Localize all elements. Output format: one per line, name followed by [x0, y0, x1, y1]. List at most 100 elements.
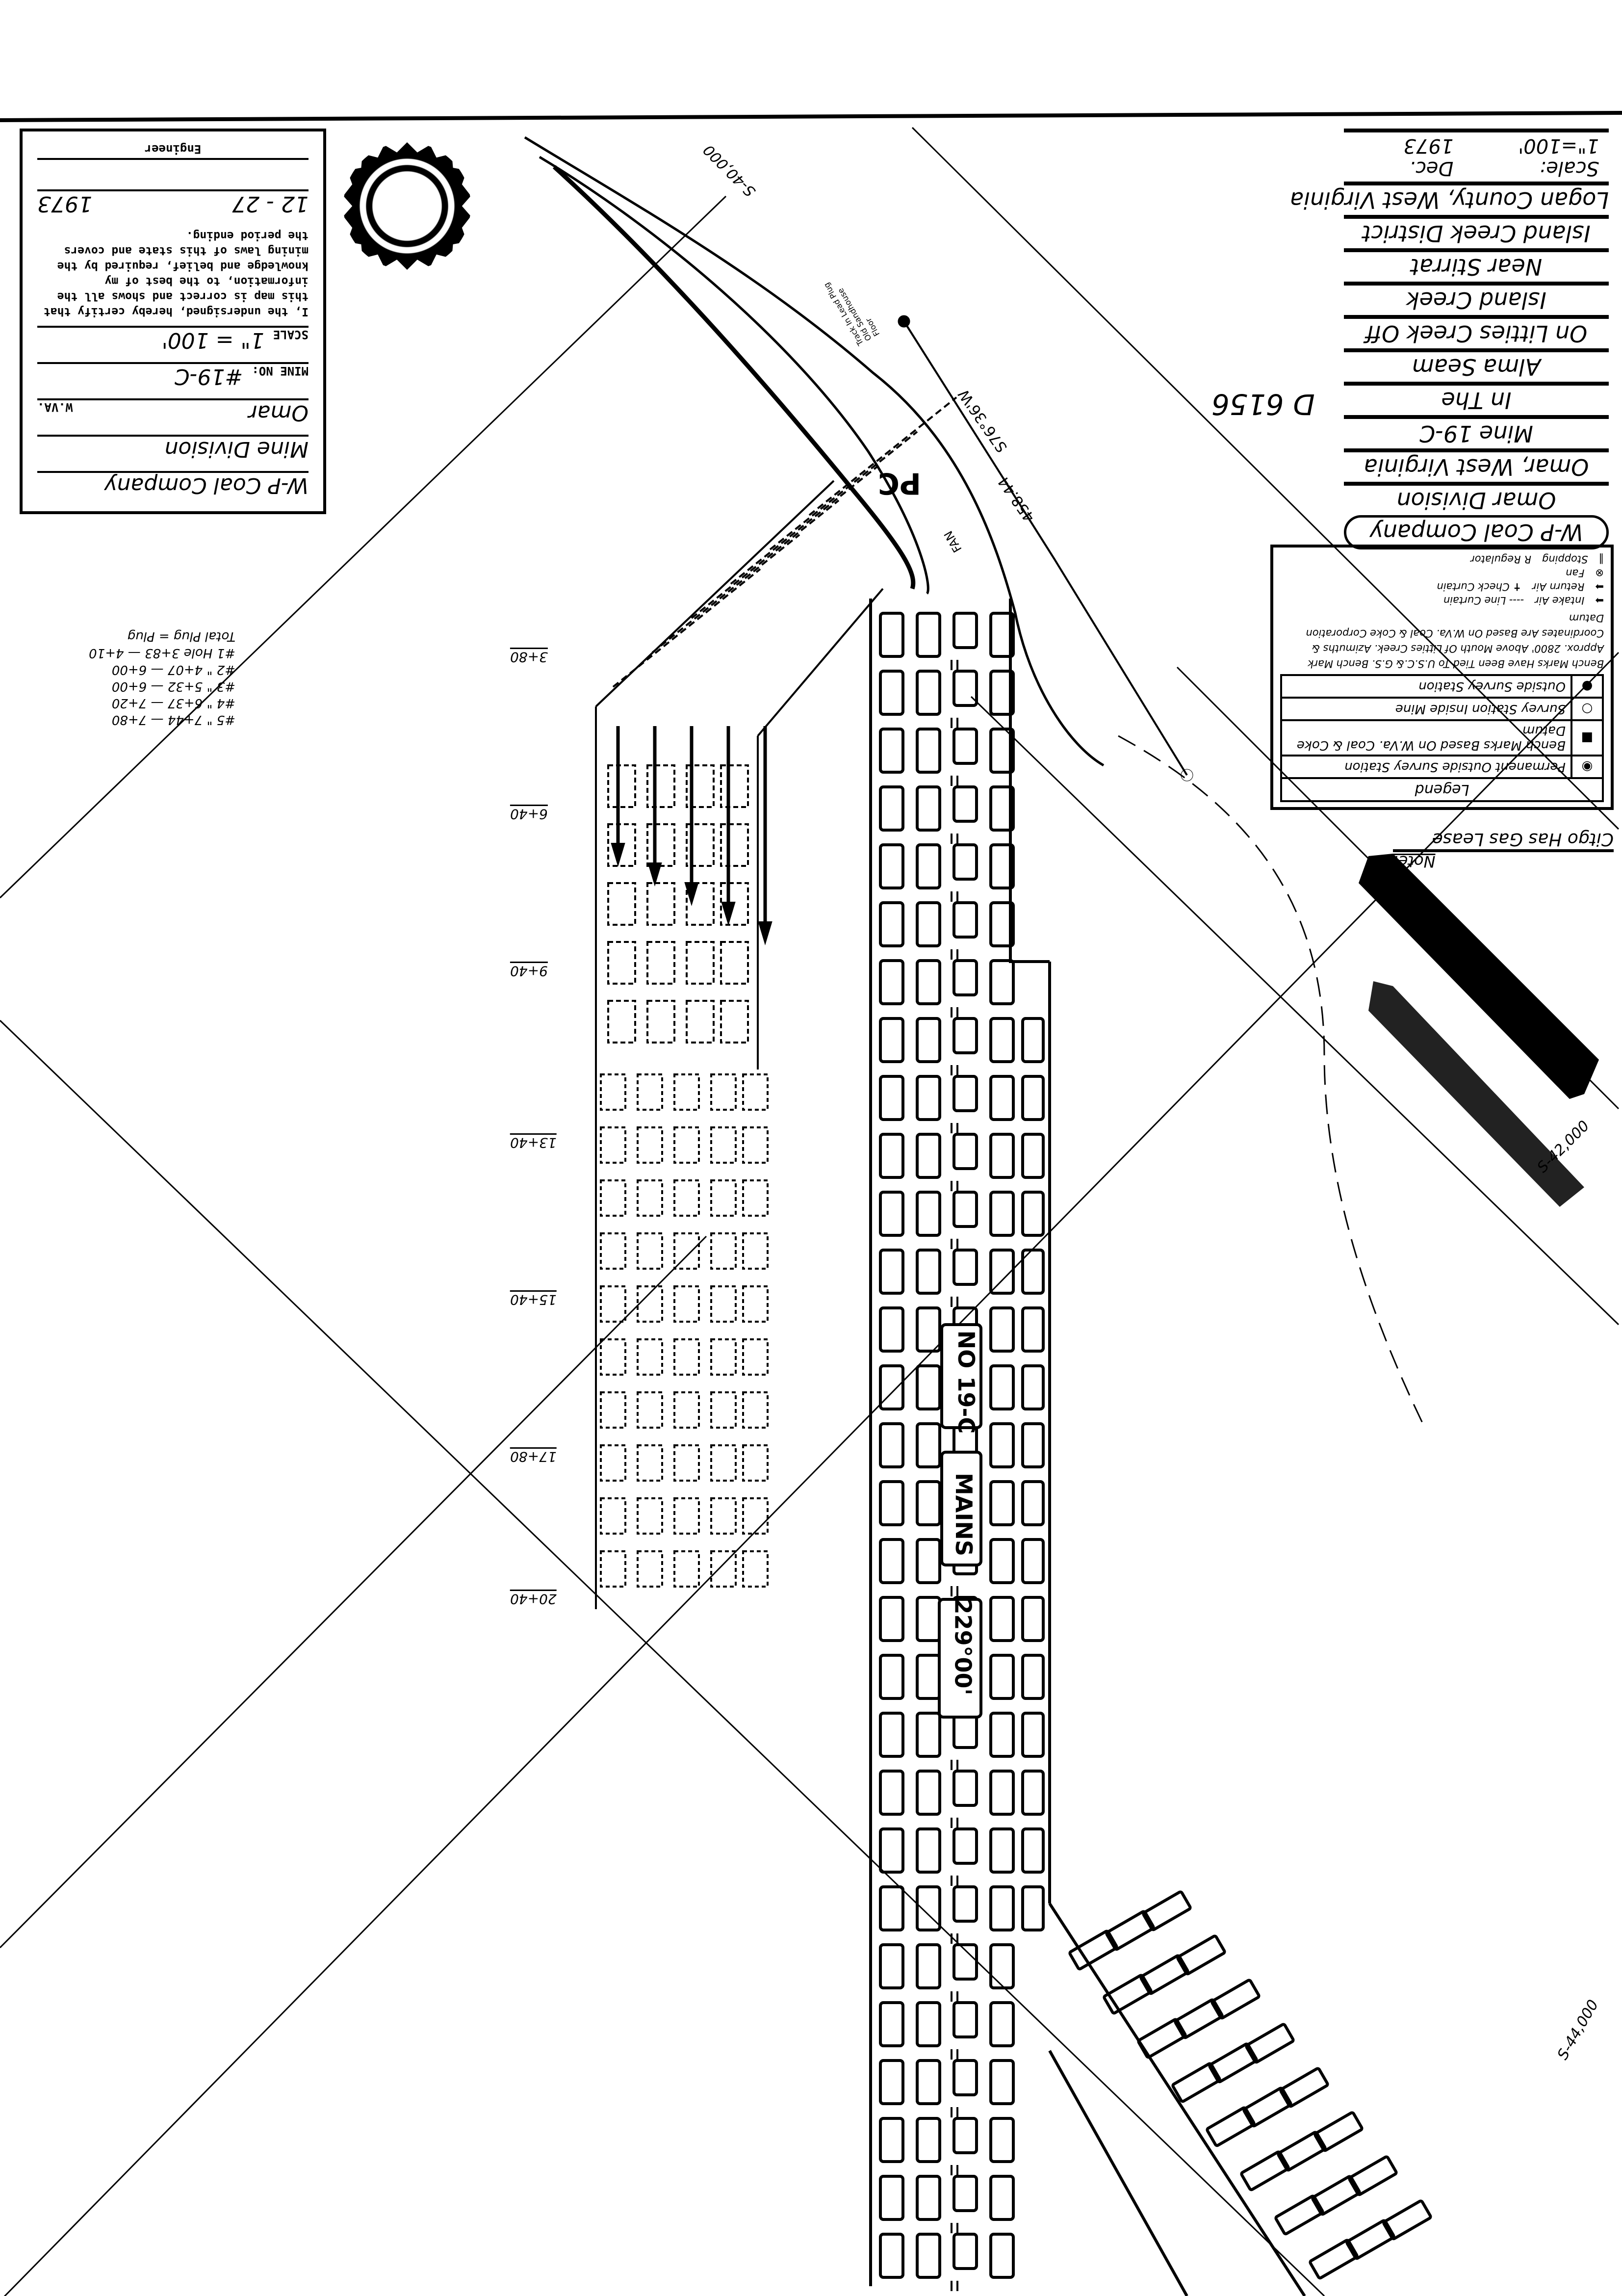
panel-pillar — [742, 1338, 769, 1376]
grid-line — [0, 195, 727, 899]
side-note-line: #2 " 4+07 — 6+00 — [111, 662, 235, 677]
label-pillar — [940, 1451, 982, 1566]
station-label: 20+40 — [510, 1590, 557, 1607]
panel-pillar — [720, 823, 749, 867]
branch-pillar — [1245, 2023, 1295, 2064]
panel-pillar — [673, 1285, 700, 1323]
pillar — [879, 1075, 904, 1121]
pillar — [953, 1885, 978, 1923]
panel-pillar — [600, 1179, 626, 1217]
pillar — [879, 1538, 904, 1584]
branch-pillar — [1382, 2199, 1432, 2241]
pillar — [953, 2001, 978, 2038]
pillar — [916, 1538, 941, 1584]
stopping-symbol — [951, 1181, 958, 1191]
pillar — [879, 901, 904, 947]
pillar — [916, 2001, 941, 2047]
pillar — [989, 1538, 1015, 1584]
pillar — [1021, 1017, 1045, 1063]
panel-pillar — [600, 1444, 626, 1482]
pillar — [989, 1654, 1015, 1700]
branch-pillar — [1309, 2239, 1359, 2280]
branch-pillar — [1279, 2067, 1329, 2108]
pillar — [879, 1712, 904, 1758]
panel-pillar — [607, 1000, 636, 1044]
panel-pillar — [646, 941, 675, 985]
panel-entry — [730, 465, 879, 585]
pillar — [879, 1943, 904, 1989]
legend-symbol-icon: ○ — [1571, 698, 1603, 720]
scale-bar-body — [1359, 854, 1599, 1099]
pillar — [879, 1480, 904, 1526]
panel-pillar — [710, 1550, 737, 1588]
side-note-line: #5 " 7+44 — 7+80 — [111, 712, 235, 727]
pillar — [879, 1827, 904, 1874]
pillar — [916, 1075, 941, 1121]
stopping-symbol — [951, 891, 958, 902]
pillar — [989, 2001, 1015, 2047]
pillar — [1021, 1712, 1045, 1758]
legend-symbol-icon: ➡ — [1595, 595, 1604, 606]
pillar — [953, 901, 978, 939]
stopping-symbol — [951, 1297, 958, 1307]
pillar — [989, 1422, 1015, 1468]
label-pillar — [938, 1598, 982, 1719]
branch-pillar — [1206, 2106, 1256, 2147]
stopping-symbol — [951, 1123, 958, 1133]
main-entry-outline — [869, 599, 1051, 2286]
stopping-symbol — [951, 1065, 958, 1075]
pillar — [916, 1885, 941, 1931]
legend: Legend ◉Permanent Outside Survey Station… — [1270, 545, 1614, 810]
pillar — [879, 785, 904, 832]
pillar — [879, 1422, 904, 1468]
panel-pillar — [710, 1232, 737, 1270]
pillar — [916, 1191, 941, 1237]
pillar — [989, 2175, 1015, 2221]
portal-label: PC — [878, 466, 922, 500]
pillar — [953, 2059, 978, 2096]
pillar — [989, 1827, 1015, 1874]
legend-symbol-icon: ⊗ — [1595, 567, 1604, 579]
panel-pillar — [607, 764, 636, 808]
pillar — [989, 728, 1015, 774]
pillar — [916, 1943, 941, 1989]
panel-pillar — [686, 764, 715, 808]
legend-notes: Bench Marks Have Been Tied To U.S.C.& G.… — [1306, 612, 1604, 670]
legend-row: ◉Permanent Outside Survey Station — [1281, 756, 1603, 778]
pillar — [879, 2059, 904, 2105]
pillar — [989, 1770, 1015, 1816]
title-line: Logan County, West Virginia — [1290, 182, 1609, 213]
scale-bar — [1359, 854, 1599, 1207]
station-label: 3+80 — [510, 648, 548, 665]
legend-symbol-row: ‖StoppingR Regulator — [1280, 552, 1604, 566]
panel-pillar — [673, 1444, 700, 1482]
pillar — [916, 2117, 941, 2163]
legend-symbol-row: ⊗Fan — [1280, 566, 1604, 580]
haul-road — [552, 165, 916, 590]
stopping-symbol — [951, 776, 958, 786]
panel-entry — [612, 568, 761, 688]
legend-symbol-extra: R Regulator — [1470, 553, 1531, 565]
title-line: Near Stirrat — [1344, 248, 1609, 280]
pillar — [989, 1133, 1015, 1179]
pillar — [953, 1133, 978, 1170]
mine-no-label: MINE NO: — [252, 364, 309, 378]
panel-entry — [651, 534, 800, 653]
pillar — [916, 1770, 941, 1816]
pillar — [953, 612, 978, 649]
panel-pillar — [646, 1000, 675, 1044]
panel-pillar — [720, 1000, 749, 1044]
pillar — [1021, 1306, 1045, 1353]
pillar — [1021, 1133, 1045, 1179]
panel-pillar — [637, 1126, 663, 1164]
panel-pillar — [637, 1285, 663, 1323]
pillar — [989, 1943, 1015, 1989]
branch-pillar — [1277, 2131, 1327, 2172]
side-note-line: #4 " 6+37 — 7+20 — [111, 696, 235, 710]
grid-line — [3, 652, 1620, 2296]
pillar — [989, 1364, 1015, 1410]
panel-pillar — [637, 1338, 663, 1376]
pillar — [953, 2175, 978, 2212]
pillar — [916, 1827, 941, 1874]
